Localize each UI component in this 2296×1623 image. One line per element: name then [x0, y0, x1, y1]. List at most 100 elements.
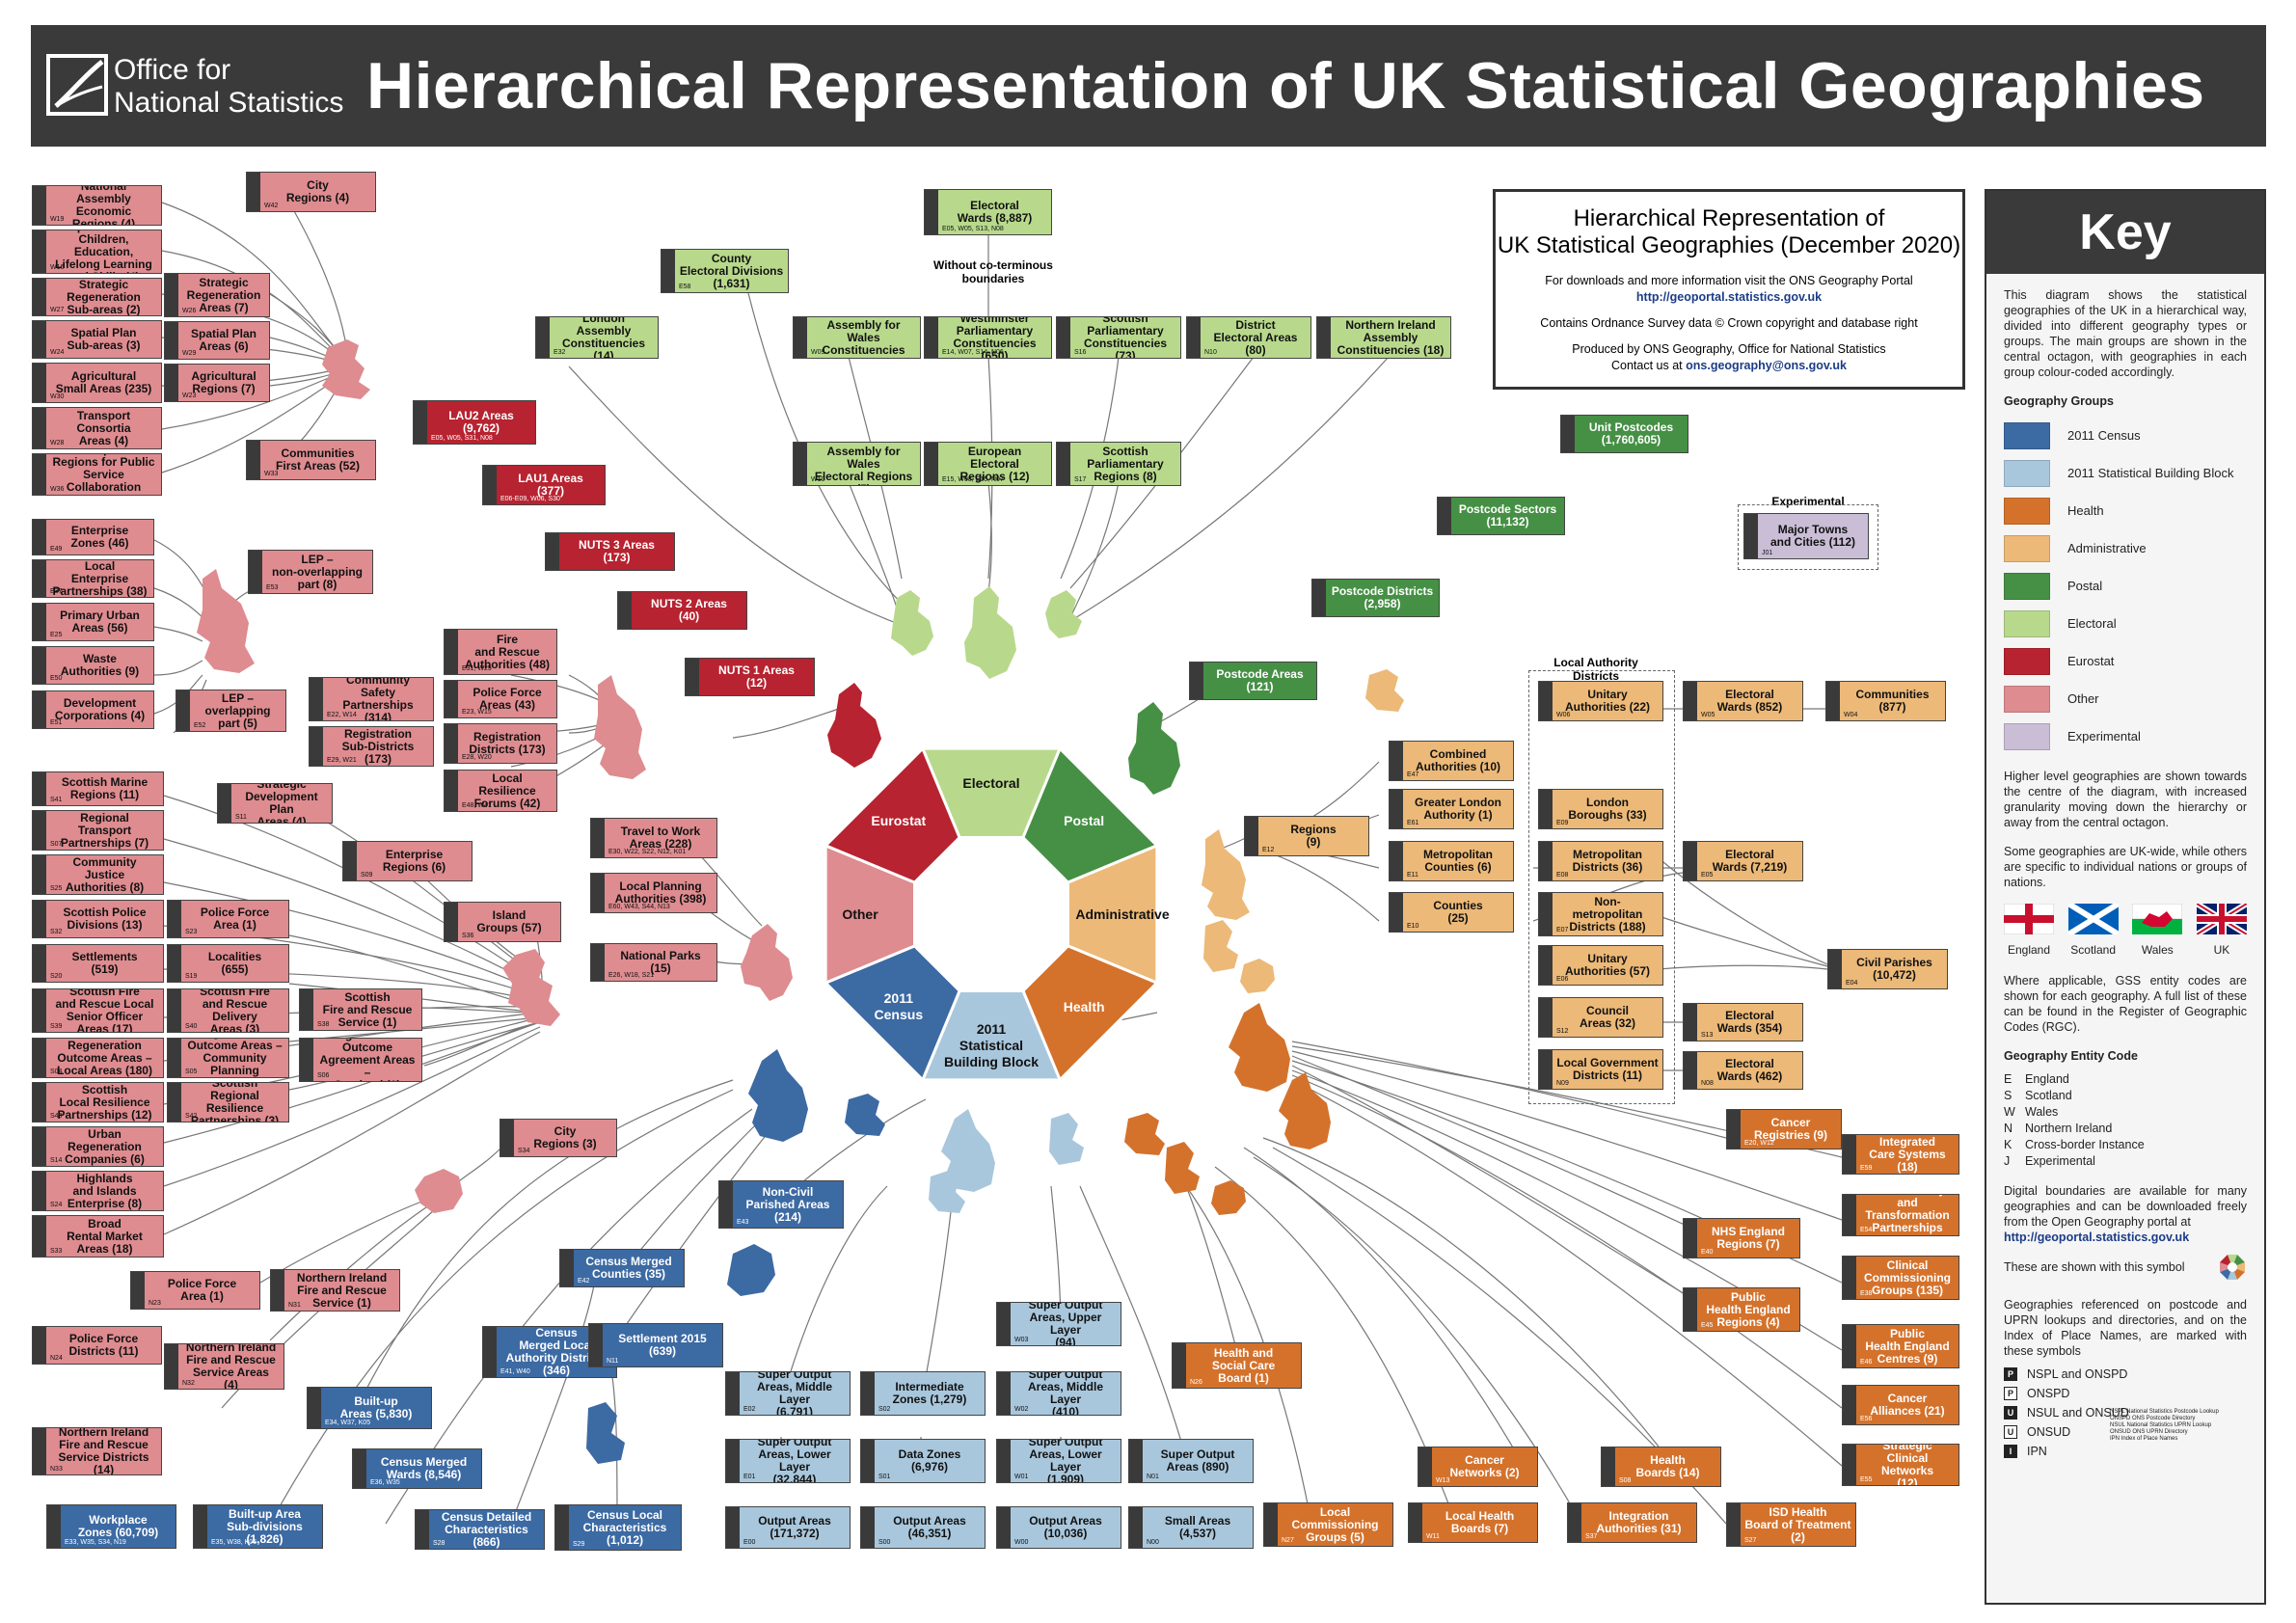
box-settlement-2015[interactable]: Settlement 2015 (639)N11 — [588, 1323, 723, 1367]
box-local-resilience[interactable]: Local Resilience Forums (42)E48, W41 — [444, 770, 557, 812]
box-euro-regions[interactable]: European Electoral Regions (12)E15, W08,… — [924, 442, 1052, 486]
box-major-towns[interactable]: Major Towns and Cities (112)J01 — [1743, 513, 1869, 559]
box-scot-local-resilience[interactable]: Scottish Local Resilience Partnerships (… — [32, 1082, 164, 1123]
box-ttwa[interactable]: Travel to Work Areas (228)E30, W22, S22,… — [590, 818, 717, 858]
box-regions[interactable]: Regions (9)E12 — [1244, 816, 1369, 856]
box-lep-overlap[interactable]: LEP – overlapping part (5)E52 — [176, 690, 286, 732]
box-reg-subdistricts[interactable]: Registration Sub-Districts (173)E29, W21 — [309, 726, 434, 767]
box-transport-consortia[interactable]: Transport Consortia Areas (4)W28 — [32, 407, 162, 449]
box-dept-children[interactable]: Department for Children, Education, Life… — [32, 230, 162, 274]
box-isd-health-board[interactable]: ISD Health Board of Treatment (2)S27 — [1726, 1502, 1856, 1547]
box-london-assembly[interactable]: London Assembly Constituencies (14)E32 — [535, 316, 659, 359]
box-scot-fire-service[interactable]: Scottish Fire and Rescue Service (1)S38 — [299, 988, 422, 1031]
box-stp[interactable]: Sustainability and Transformation Partne… — [1842, 1194, 1959, 1236]
box-fire-rescue-auth[interactable]: Fire and Rescue Authorities (48)E31, W25 — [444, 629, 557, 675]
box-dev-corps[interactable]: Development Corporations (4)E51 — [32, 690, 154, 729]
box-nuts2[interactable]: NUTS 2 Areas (40) — [617, 591, 747, 630]
box-enterprise-zones[interactable]: Enterprise Zones (46)E49 — [32, 519, 154, 555]
box-communities-first[interactable]: Communities First Areas (52)W33 — [246, 440, 376, 480]
box-census-local-char[interactable]: Census Local Characteristics (1,012)S29 — [554, 1504, 682, 1551]
box-nhs-england-regions[interactable]: NHS England Regions (7)E40 — [1683, 1218, 1800, 1258]
portal-link[interactable]: http://geoportal.statistics.gov.uk — [1635, 290, 1823, 304]
box-strategic-clinical[interactable]: Strategic Clinical Networks (12)E55 — [1842, 1444, 1959, 1486]
box-nuts1[interactable]: NUTS 1 Areas (12) — [685, 658, 815, 696]
box-builtup-areas[interactable]: Built-up Areas (5,830)E34, W37, K05 — [307, 1387, 432, 1429]
box-county-ed[interactable]: County Electoral Divisions (1,631)E58 — [661, 249, 789, 293]
octagon-segment[interactable] — [823, 745, 961, 884]
box-ni-assembly[interactable]: Northern Ireland Assembly Constituencies… — [1316, 316, 1451, 359]
box-agri-regions[interactable]: Agricultural Regions (7)W23 — [164, 364, 270, 402]
box-community-justice[interactable]: Community Justice Authorities (8)S25 — [32, 854, 164, 895]
box-greater-london[interactable]: Greater London Authority (1)E61 — [1389, 789, 1514, 829]
box-lau2[interactable]: LAU2 Areas (9,762)E05, W05, S31, N08 — [413, 400, 536, 445]
box-lpa[interactable]: Local Planning Authorities (398)E60, W43… — [590, 873, 717, 913]
box-scot-parl-const[interactable]: Scottish Parliamentary Constituencies (7… — [1056, 316, 1181, 359]
box-nat-assembly-wales-const[interactable]: National Assembly for Wales Constituenci… — [793, 316, 921, 359]
box-lsoa-w[interactable]: Super Output Areas, Lower Layer (1,909)W… — [996, 1439, 1121, 1483]
box-police-force-area-n[interactable]: Police Force Area (1)N23 — [130, 1271, 260, 1310]
box-builtup-subdivisions[interactable]: Built-up Area Sub-divisions (1,826)E35, … — [193, 1504, 323, 1549]
box-police-force-areas[interactable]: Police Force Areas (43)E23, W15 — [444, 680, 557, 718]
box-district-ed[interactable]: District Electoral Areas (80)N10 — [1186, 316, 1311, 359]
box-ni-fire-service-districts[interactable]: Northern Ireland Fire and Rescue Service… — [32, 1427, 162, 1475]
box-settlements[interactable]: Settlements (519)S20 — [32, 944, 164, 983]
box-police-force-area-s[interactable]: Police Force Area (1)S23 — [167, 900, 289, 938]
box-postcode-districts[interactable]: Postcode Districts (2,958) — [1311, 579, 1440, 617]
box-census-merged-wards[interactable]: Census Merged Wards (8,546)E36, W35 — [352, 1448, 482, 1489]
box-postcode-sectors[interactable]: Postcode Sectors (11,132) — [1437, 497, 1565, 535]
box-small-areas[interactable]: Small Areas (4,537)N00 — [1128, 1506, 1254, 1549]
box-cancer-alliances[interactable]: Cancer Alliances (21)E56 — [1842, 1385, 1959, 1425]
box-waste-auth[interactable]: Waste Authorities (9)E50 — [32, 646, 154, 685]
box-electoral-wards-7219[interactable]: Electoral Wards (7,219)E05 — [1683, 841, 1803, 881]
box-lau1[interactable]: LAU1 Areas (377)E06-E09, W06, S30 — [482, 465, 606, 505]
box-lep-nonoverlap[interactable]: LEP – non-overlapping part (8)E53 — [248, 550, 373, 594]
box-msoa-w[interactable]: Super Output Areas, Middle Layer (410)W0… — [996, 1371, 1121, 1416]
box-unitary-auth-57[interactable]: Unitary Authorities (57)E06 — [1538, 945, 1663, 986]
box-scot-marine[interactable]: Scottish Marine Regions (11)S41 — [32, 771, 164, 806]
box-msoa-e[interactable]: Super Output Areas, Middle Layer (6,791)… — [725, 1371, 851, 1416]
box-usoa-w[interactable]: Super Output Areas, Upper Layer (94)W03 — [996, 1302, 1121, 1346]
box-unit-postcodes[interactable]: Unit Postcodes (1,760,605) — [1560, 415, 1688, 453]
box-regen-outcome-scotland[interactable]: Regeneration Outcome Agreement Areas – S… — [299, 1038, 422, 1082]
box-csp[interactable]: Community Safety Partnerships (314)E22, … — [309, 677, 434, 721]
box-civil-parishes[interactable]: Civil Parishes (10,472)E04 — [1827, 949, 1948, 989]
box-oa-e[interactable]: Output Areas (171,372)E00 — [725, 1506, 851, 1549]
box-ni-fire-service-areas[interactable]: Northern Ireland Fire and Rescue Service… — [164, 1343, 284, 1390]
box-ni-fire-service[interactable]: Northern Ireland Fire and Rescue Service… — [270, 1269, 400, 1312]
box-strat-regen-areas[interactable]: Strategic Regeneration Areas (7)W26 — [164, 273, 270, 317]
box-strat-dev-plan[interactable]: Strategic Development Plan Areas (4)S11 — [217, 783, 333, 824]
box-lep[interactable]: Local Enterprise Partnerships (38)E37 — [32, 559, 154, 598]
box-soa-n[interactable]: Super Output Areas (890)N01 — [1128, 1439, 1254, 1483]
box-metro-districts[interactable]: Metropolitan Districts (36)E08 — [1538, 841, 1663, 881]
box-enterprise-regions[interactable]: Enterprise Regions (6)S09 — [342, 841, 473, 881]
box-non-civil-parished[interactable]: Non-Civil Parished Areas (214)E43 — [718, 1180, 844, 1229]
box-island-groups[interactable]: Island Groups (57)S36 — [444, 902, 561, 942]
box-nat-assembly-wales-reg[interactable]: National Assembly for Wales Electoral Re… — [793, 442, 921, 486]
box-nuts3[interactable]: NUTS 3 Areas (173) — [545, 532, 675, 571]
box-phe-centres[interactable]: Public Health England Centres (9)E46 — [1842, 1324, 1959, 1368]
box-communities-877[interactable]: Communities (877)W04 — [1825, 681, 1946, 721]
box-workplace-zones[interactable]: Workplace Zones (60,709)E33, W35, S34, N… — [46, 1504, 176, 1549]
box-non-metro-districts[interactable]: Non- metropolitan Districts (188)E07 — [1538, 892, 1663, 936]
box-localities[interactable]: Localities (655)S19 — [167, 944, 289, 983]
box-integration-auth[interactable]: Integration Authorities (31)S37 — [1567, 1502, 1697, 1543]
box-lsoa-e[interactable]: Super Output Areas, Lower Layer (32,844)… — [725, 1439, 851, 1483]
box-local-health-boards[interactable]: Local Health Boards (7)W11 — [1408, 1502, 1538, 1543]
box-agri-small[interactable]: Agricultural Small Areas (235)W30 — [32, 363, 162, 403]
box-electoral-wards-462[interactable]: Electoral Wards (462)N08 — [1683, 1051, 1803, 1090]
box-phe-regions[interactable]: Public Health England Regions (4)E45 — [1683, 1287, 1800, 1332]
box-scot-fire-senior[interactable]: Scottish Fire and Rescue Local Senior Of… — [32, 988, 164, 1033]
box-ccg[interactable]: Clinical Commissioning Groups (135)E38 — [1842, 1256, 1959, 1300]
box-highlands-enterprise[interactable]: Highlands and Islands Enterprise (8)S24 — [32, 1171, 164, 1211]
box-strat-regen-sub[interactable]: Strategic Regeneration Sub-areas (2)W27 — [32, 278, 162, 316]
box-regen-outcome-community[interactable]: Regeneration Outcome Areas – Community P… — [167, 1038, 289, 1078]
box-primary-urban[interactable]: Primary Urban Areas (56)E25 — [32, 603, 154, 641]
contact-email-link[interactable]: ons.geography@ons.gov.uk — [1686, 359, 1847, 372]
box-combined-auth[interactable]: Combined Authorities (10)E47 — [1389, 741, 1514, 781]
box-spatial-plan-sub[interactable]: Spatial Plan Sub-areas (3)W24 — [32, 320, 162, 359]
box-regional-transport[interactable]: Regional Transport Partnerships (7)S07 — [32, 810, 164, 851]
box-oa-w[interactable]: Output Areas (10,036)W00 — [996, 1506, 1121, 1549]
box-police-force-districts[interactable]: Police Force Districts (11)N24 — [32, 1326, 162, 1365]
box-health-care-board[interactable]: Health and Social Care Board (1)N26 — [1172, 1342, 1302, 1389]
box-broad-rental[interactable]: Broad Rental Market Areas (18)S33 — [32, 1215, 164, 1258]
